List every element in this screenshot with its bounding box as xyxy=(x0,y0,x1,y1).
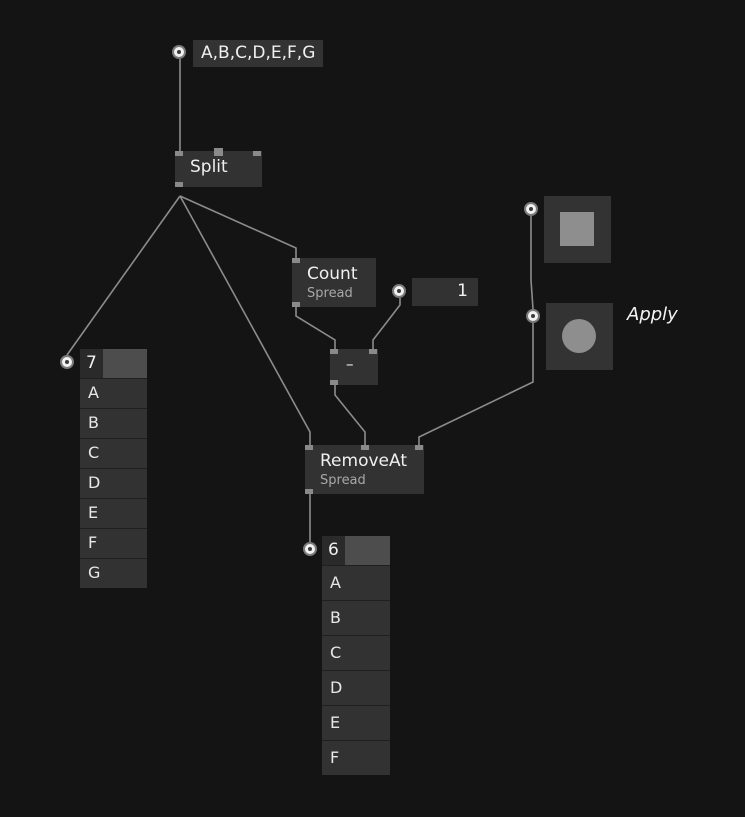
apply-bang-button[interactable] xyxy=(546,303,613,370)
wire-count-to-subtract xyxy=(295,306,336,351)
count-input-pin[interactable] xyxy=(292,258,300,263)
list-item[interactable]: B xyxy=(322,600,390,635)
list-item[interactable]: C xyxy=(80,438,147,468)
list-item[interactable]: E xyxy=(322,705,390,740)
split-input-pin[interactable] xyxy=(175,151,183,156)
list-item[interactable]: A xyxy=(322,565,390,600)
apply-io-box[interactable] xyxy=(526,309,540,323)
toggle-io-box[interactable] xyxy=(524,202,538,216)
removeat-subtitle: Spread xyxy=(320,473,366,488)
wire-split-to-list xyxy=(66,195,181,356)
removeat-input-pin-2[interactable] xyxy=(361,445,369,450)
right-list-count-bar: 6 xyxy=(322,536,390,565)
split-input-pin-2[interactable] xyxy=(253,151,261,156)
subtract-title: – xyxy=(346,355,354,373)
count-title: Count xyxy=(307,264,358,284)
removeat-input-pin-3[interactable] xyxy=(415,445,423,450)
list-item[interactable]: G xyxy=(80,558,147,588)
wire-number-to-subtract xyxy=(372,298,401,351)
number-io-box[interactable] xyxy=(392,284,406,298)
split-title: Split xyxy=(190,157,228,177)
list-item[interactable]: B xyxy=(80,408,147,438)
toggle-square-button[interactable] xyxy=(544,196,611,263)
wire-subtract-to-removeat xyxy=(334,384,366,447)
list-item[interactable]: C xyxy=(322,635,390,670)
list-item[interactable]: F xyxy=(322,740,390,775)
number-box[interactable]: 1 xyxy=(412,278,478,306)
removeat-input-pin-1[interactable] xyxy=(305,445,313,450)
list-item[interactable]: E xyxy=(80,498,147,528)
wire-split-to-count xyxy=(179,195,297,260)
subtract-input-pin-1[interactable] xyxy=(330,349,338,354)
circle-icon xyxy=(562,319,596,353)
removeat-node[interactable]: RemoveAt Spread xyxy=(305,445,424,494)
list-item[interactable]: A xyxy=(80,378,147,408)
right-list-io-box[interactable] xyxy=(303,542,317,556)
split-node[interactable]: Split xyxy=(175,151,262,187)
split-output-pin[interactable] xyxy=(175,182,183,187)
number-value: 1 xyxy=(457,281,468,301)
wire-split-to-removeat xyxy=(179,195,311,447)
subtract-node[interactable]: – xyxy=(330,349,378,385)
split-separator-pin[interactable] xyxy=(214,148,223,156)
removeat-output-pin[interactable] xyxy=(305,489,313,494)
left-list-count-bar: 7 xyxy=(80,349,147,378)
wire-toggle-to-apply xyxy=(530,216,534,310)
left-list-io-box[interactable] xyxy=(60,355,74,369)
left-list-count: 7 xyxy=(80,349,103,378)
right-list-count: 6 xyxy=(322,536,345,565)
string-input[interactable]: A,B,C,D,E,F,G xyxy=(193,40,324,67)
subtract-output-pin[interactable] xyxy=(330,380,338,385)
string-io-box[interactable] xyxy=(172,45,186,59)
count-subtitle: Spread xyxy=(307,286,353,301)
wire-apply-to-removeat xyxy=(418,323,534,447)
square-icon xyxy=(560,212,594,246)
subtract-input-pin-2[interactable] xyxy=(369,349,377,354)
removeat-title: RemoveAt xyxy=(320,451,407,471)
count-output-pin[interactable] xyxy=(292,302,300,307)
count-node[interactable]: Count Spread xyxy=(292,258,376,307)
list-item[interactable]: F xyxy=(80,528,147,558)
list-item[interactable]: D xyxy=(322,670,390,705)
apply-label: Apply xyxy=(627,304,678,325)
list-item[interactable]: D xyxy=(80,468,147,498)
